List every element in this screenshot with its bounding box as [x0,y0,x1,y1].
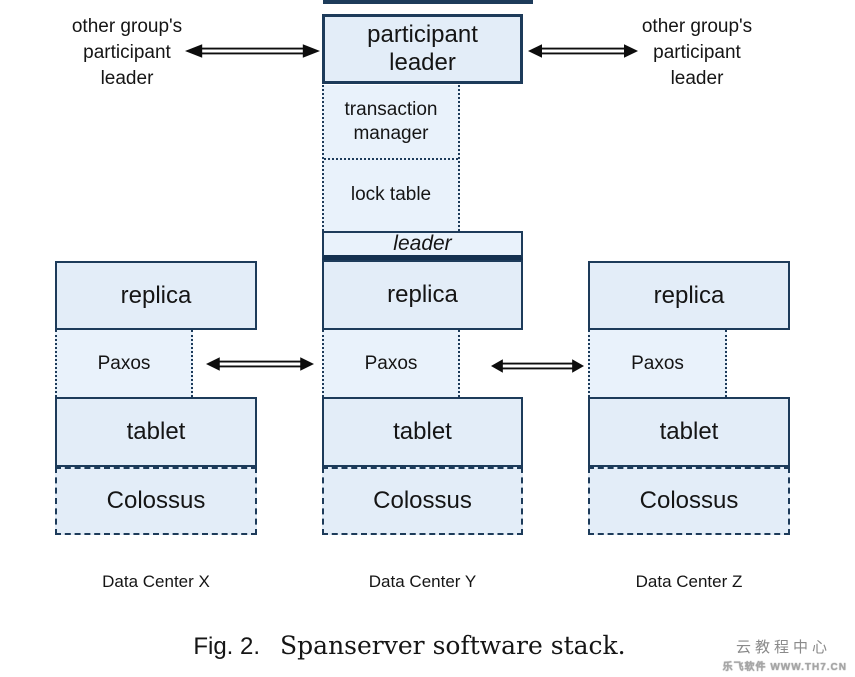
leader-box: leader [322,231,523,260]
participant-leader-internals: transaction manager lock table [322,85,460,231]
double-arrow-icon [491,358,584,374]
cropped-box-edge [323,0,533,4]
other-group-leader-left-label: other group's participant leader [71,16,183,89]
tablet-box-datacenter-x: tablet [55,397,257,467]
datacenter-z-label: Data Center Z [635,572,743,591]
tablet-box-datacenter-z: tablet [588,397,790,467]
datacenter-y-label: Data Center Y [368,572,477,591]
colossus-box-datacenter-y: Colossus [322,467,523,535]
transaction-manager-box: transaction manager [324,85,458,160]
watermark-text: 云教程中心 [735,639,831,656]
paxos-box-datacenter-y: Paxos [322,330,460,397]
figure-number: Fig. 2. [193,633,261,660]
double-arrow-icon [206,356,314,372]
colossus-box-datacenter-x: Colossus [55,467,257,535]
double-arrow-icon [528,43,638,59]
lock-table-box: lock table [350,183,432,205]
other-group-leader-right-label: other group's participant leader [641,16,753,89]
paxos-box-datacenter-x: Paxos [55,330,193,397]
colossus-box-datacenter-z: Colossus [588,467,790,535]
participant-leader-box: participant leader [322,14,523,84]
watermark-url: 乐飞软件 WWW.TH7.CN [722,662,847,673]
replica-box-datacenter-x: replica [55,261,257,330]
replica-box-datacenter-y: replica [322,260,523,330]
replica-box-datacenter-z: replica [588,261,790,330]
datacenter-x-label: Data Center X [102,572,210,591]
figure-title: Spanserver software stack. [280,631,626,660]
paxos-box-datacenter-z: Paxos [588,330,727,397]
double-arrow-icon [185,43,320,59]
tablet-box-datacenter-y: tablet [322,397,523,467]
figure-caption: Fig. 2. Spanserver software stack. [0,631,837,661]
